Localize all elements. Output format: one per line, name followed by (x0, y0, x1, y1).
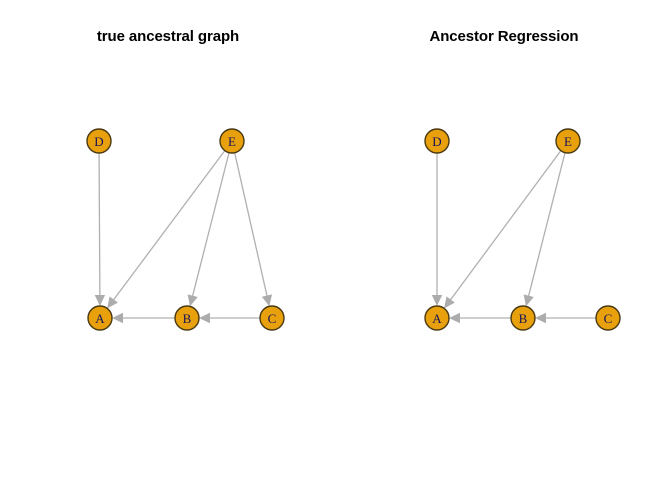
graph-canvas-left: D E A B C (86, 128, 285, 331)
panel-title-right: Ancestor Regression (429, 28, 579, 45)
edge-layer (94, 150, 273, 324)
arrowhead-icon (523, 294, 534, 307)
node-circle[interactable] (424, 305, 450, 331)
node-c[interactable]: C (259, 305, 285, 331)
node-circle[interactable] (259, 305, 285, 331)
edge-layer (431, 150, 596, 324)
edge-b-to-a (449, 312, 511, 324)
edge-e-to-a (444, 150, 562, 309)
edge-e-to-b (523, 152, 566, 307)
arrowhead-icon (199, 312, 210, 324)
edge-e-to-c (234, 152, 273, 307)
node-d[interactable]: D (86, 128, 112, 154)
node-c[interactable]: C (595, 305, 621, 331)
edge-e-to-a (107, 150, 226, 309)
edge-line (98, 152, 101, 297)
edge-d-to-a (94, 152, 106, 307)
node-layer: D E A B C (424, 128, 621, 331)
edge-line (191, 152, 230, 298)
node-d[interactable]: D (424, 128, 450, 154)
node-circle[interactable] (424, 128, 450, 154)
edge-c-to-b (535, 312, 596, 324)
node-b[interactable]: B (174, 305, 200, 331)
arrowhead-icon (112, 312, 123, 324)
node-circle[interactable] (219, 128, 245, 154)
node-circle[interactable] (510, 305, 536, 331)
panel-ancestor-regression: Ancestor Regression D E A B C (336, 0, 672, 480)
edge-line (449, 150, 562, 302)
node-a[interactable]: A (424, 305, 450, 331)
node-circle[interactable] (595, 305, 621, 331)
edge-b-to-a (112, 312, 175, 324)
arrowhead-icon (261, 294, 273, 307)
edge-d-to-a (431, 153, 443, 306)
arrowhead-icon (107, 296, 118, 309)
graph-canvas-right: D E A B C (424, 128, 621, 331)
arrowhead-icon (535, 312, 546, 324)
panel-title-left: true ancestral graph (96, 28, 240, 45)
node-e[interactable]: E (555, 128, 581, 154)
node-circle[interactable] (174, 305, 200, 331)
node-circle[interactable] (555, 128, 581, 154)
node-b[interactable]: B (510, 305, 536, 331)
node-layer: D E A B C (86, 128, 285, 331)
arrowhead-icon (94, 294, 106, 307)
edge-c-to-b (199, 312, 260, 324)
node-circle[interactable] (87, 305, 113, 331)
arrowhead-icon (187, 294, 198, 307)
arrowhead-icon (444, 296, 455, 309)
node-circle[interactable] (86, 128, 112, 154)
edge-line (234, 152, 268, 298)
panel-true-ancestral-graph: true ancestral graph D E A B C (86, 28, 285, 331)
arrowhead-icon (449, 312, 460, 324)
node-e[interactable]: E (219, 128, 245, 154)
arrowhead-icon (431, 295, 443, 306)
edge-line (112, 150, 226, 302)
node-a[interactable]: A (87, 305, 113, 331)
edge-e-to-b (187, 152, 230, 307)
edge-line (527, 152, 566, 298)
